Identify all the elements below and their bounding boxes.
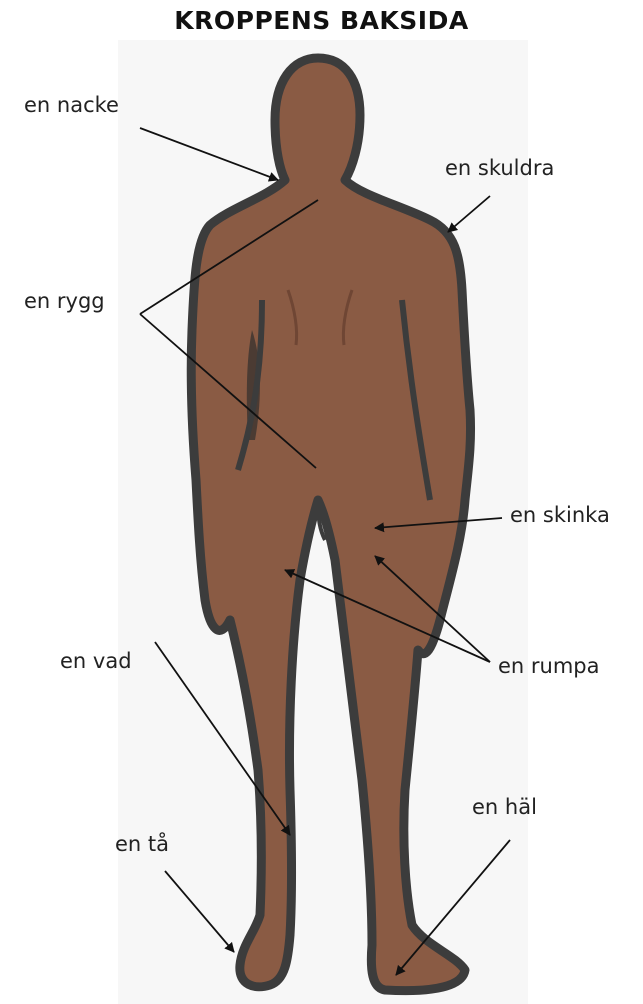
diagram-title: KROPPENS BAKSIDA — [0, 6, 643, 35]
label-bottom: en rumpa — [498, 654, 600, 678]
label-heel: en häl — [472, 795, 537, 819]
label-shoulder: en skuldra — [445, 156, 554, 180]
label-toe: en tå — [115, 832, 169, 856]
label-back: en rygg — [24, 289, 105, 313]
label-calf: en vad — [60, 649, 132, 673]
label-buttock: en skinka — [510, 503, 610, 527]
label-neck: en nacke — [24, 93, 119, 117]
